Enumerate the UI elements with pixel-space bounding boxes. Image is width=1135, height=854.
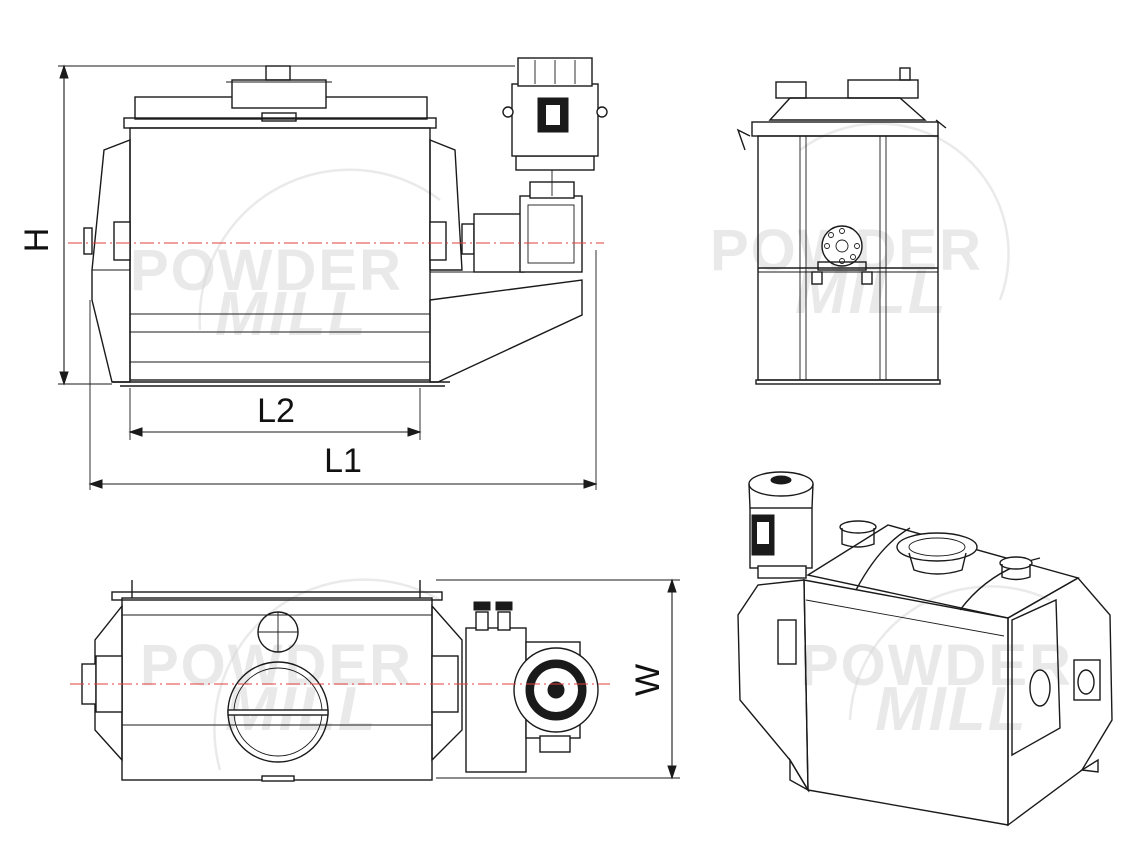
iso-right-side bbox=[1007, 577, 1113, 827]
top-dimensions: W bbox=[436, 578, 680, 780]
side-top-cover bbox=[768, 97, 927, 121]
isometric-view bbox=[737, 471, 1113, 827]
front-discharge-slope bbox=[429, 279, 583, 383]
side-view bbox=[736, 67, 947, 385]
dim-w-label: W bbox=[629, 664, 667, 696]
top-view bbox=[70, 580, 610, 782]
side-left-hinge bbox=[736, 128, 751, 151]
iso-side-port bbox=[999, 556, 1033, 570]
dim-h-label: H bbox=[18, 228, 56, 253]
front-manhole-handle bbox=[265, 65, 291, 81]
front-motor-flange bbox=[515, 155, 595, 171]
front-dimensions: H L2 L1 bbox=[18, 64, 598, 490]
iso-large-inlet bbox=[896, 532, 978, 562]
dim-l1-label: L1 bbox=[324, 442, 362, 480]
watermark-top: POWDER MILL bbox=[140, 578, 441, 771]
front-left-bearing bbox=[113, 221, 131, 261]
front-right-bearing bbox=[429, 221, 447, 261]
watermark-iso-line1: POWDER bbox=[800, 633, 1073, 698]
watermark-iso: POWDER MILL bbox=[800, 585, 1073, 744]
watermark-top-line1: POWDER bbox=[140, 633, 413, 698]
front-inspection-port bbox=[261, 112, 297, 122]
watermark-front-line1: POWDER bbox=[130, 238, 403, 303]
iso-left-support bbox=[737, 579, 809, 793]
iso-small-inlet bbox=[839, 520, 877, 534]
side-bearing-flange bbox=[821, 225, 863, 267]
watermark-front-line2: MILL bbox=[215, 280, 368, 349]
watermarks: POWDER MILL POWDER MILL POWDER MILL POWD… bbox=[130, 122, 1073, 771]
side-manhole bbox=[847, 79, 919, 99]
front-left-support bbox=[91, 138, 131, 383]
watermark-front: POWDER MILL bbox=[130, 168, 441, 349]
front-gearbox bbox=[519, 195, 583, 273]
front-view bbox=[68, 57, 608, 387]
dim-l2-label: L2 bbox=[257, 392, 295, 430]
side-inlet-pipe bbox=[775, 81, 807, 99]
watermark-side: POWDER MILL bbox=[710, 122, 1010, 327]
watermark-iso-line2: MILL bbox=[875, 675, 1028, 744]
front-manhole bbox=[231, 79, 327, 109]
